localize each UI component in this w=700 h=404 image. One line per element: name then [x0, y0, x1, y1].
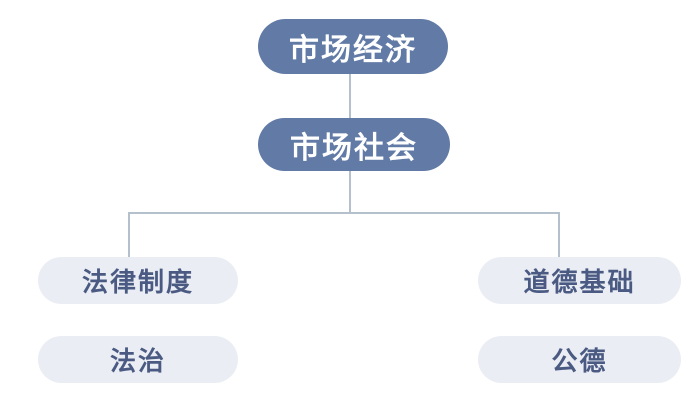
node-public-morality: 公德	[478, 336, 681, 383]
connector-economy-to-society	[349, 74, 351, 118]
node-legal-system: 法律制度	[38, 257, 238, 304]
node-market-economy: 市场经济	[258, 19, 448, 74]
connector-right-branch-drop	[558, 212, 560, 258]
node-moral-foundation: 道德基础	[478, 257, 681, 304]
connector-left-branch-drop	[128, 212, 130, 258]
node-rule-of-law: 法治	[38, 336, 238, 383]
node-market-society: 市场社会	[258, 118, 450, 171]
connector-branch-bar	[128, 212, 560, 214]
connector-society-stem	[349, 170, 351, 214]
